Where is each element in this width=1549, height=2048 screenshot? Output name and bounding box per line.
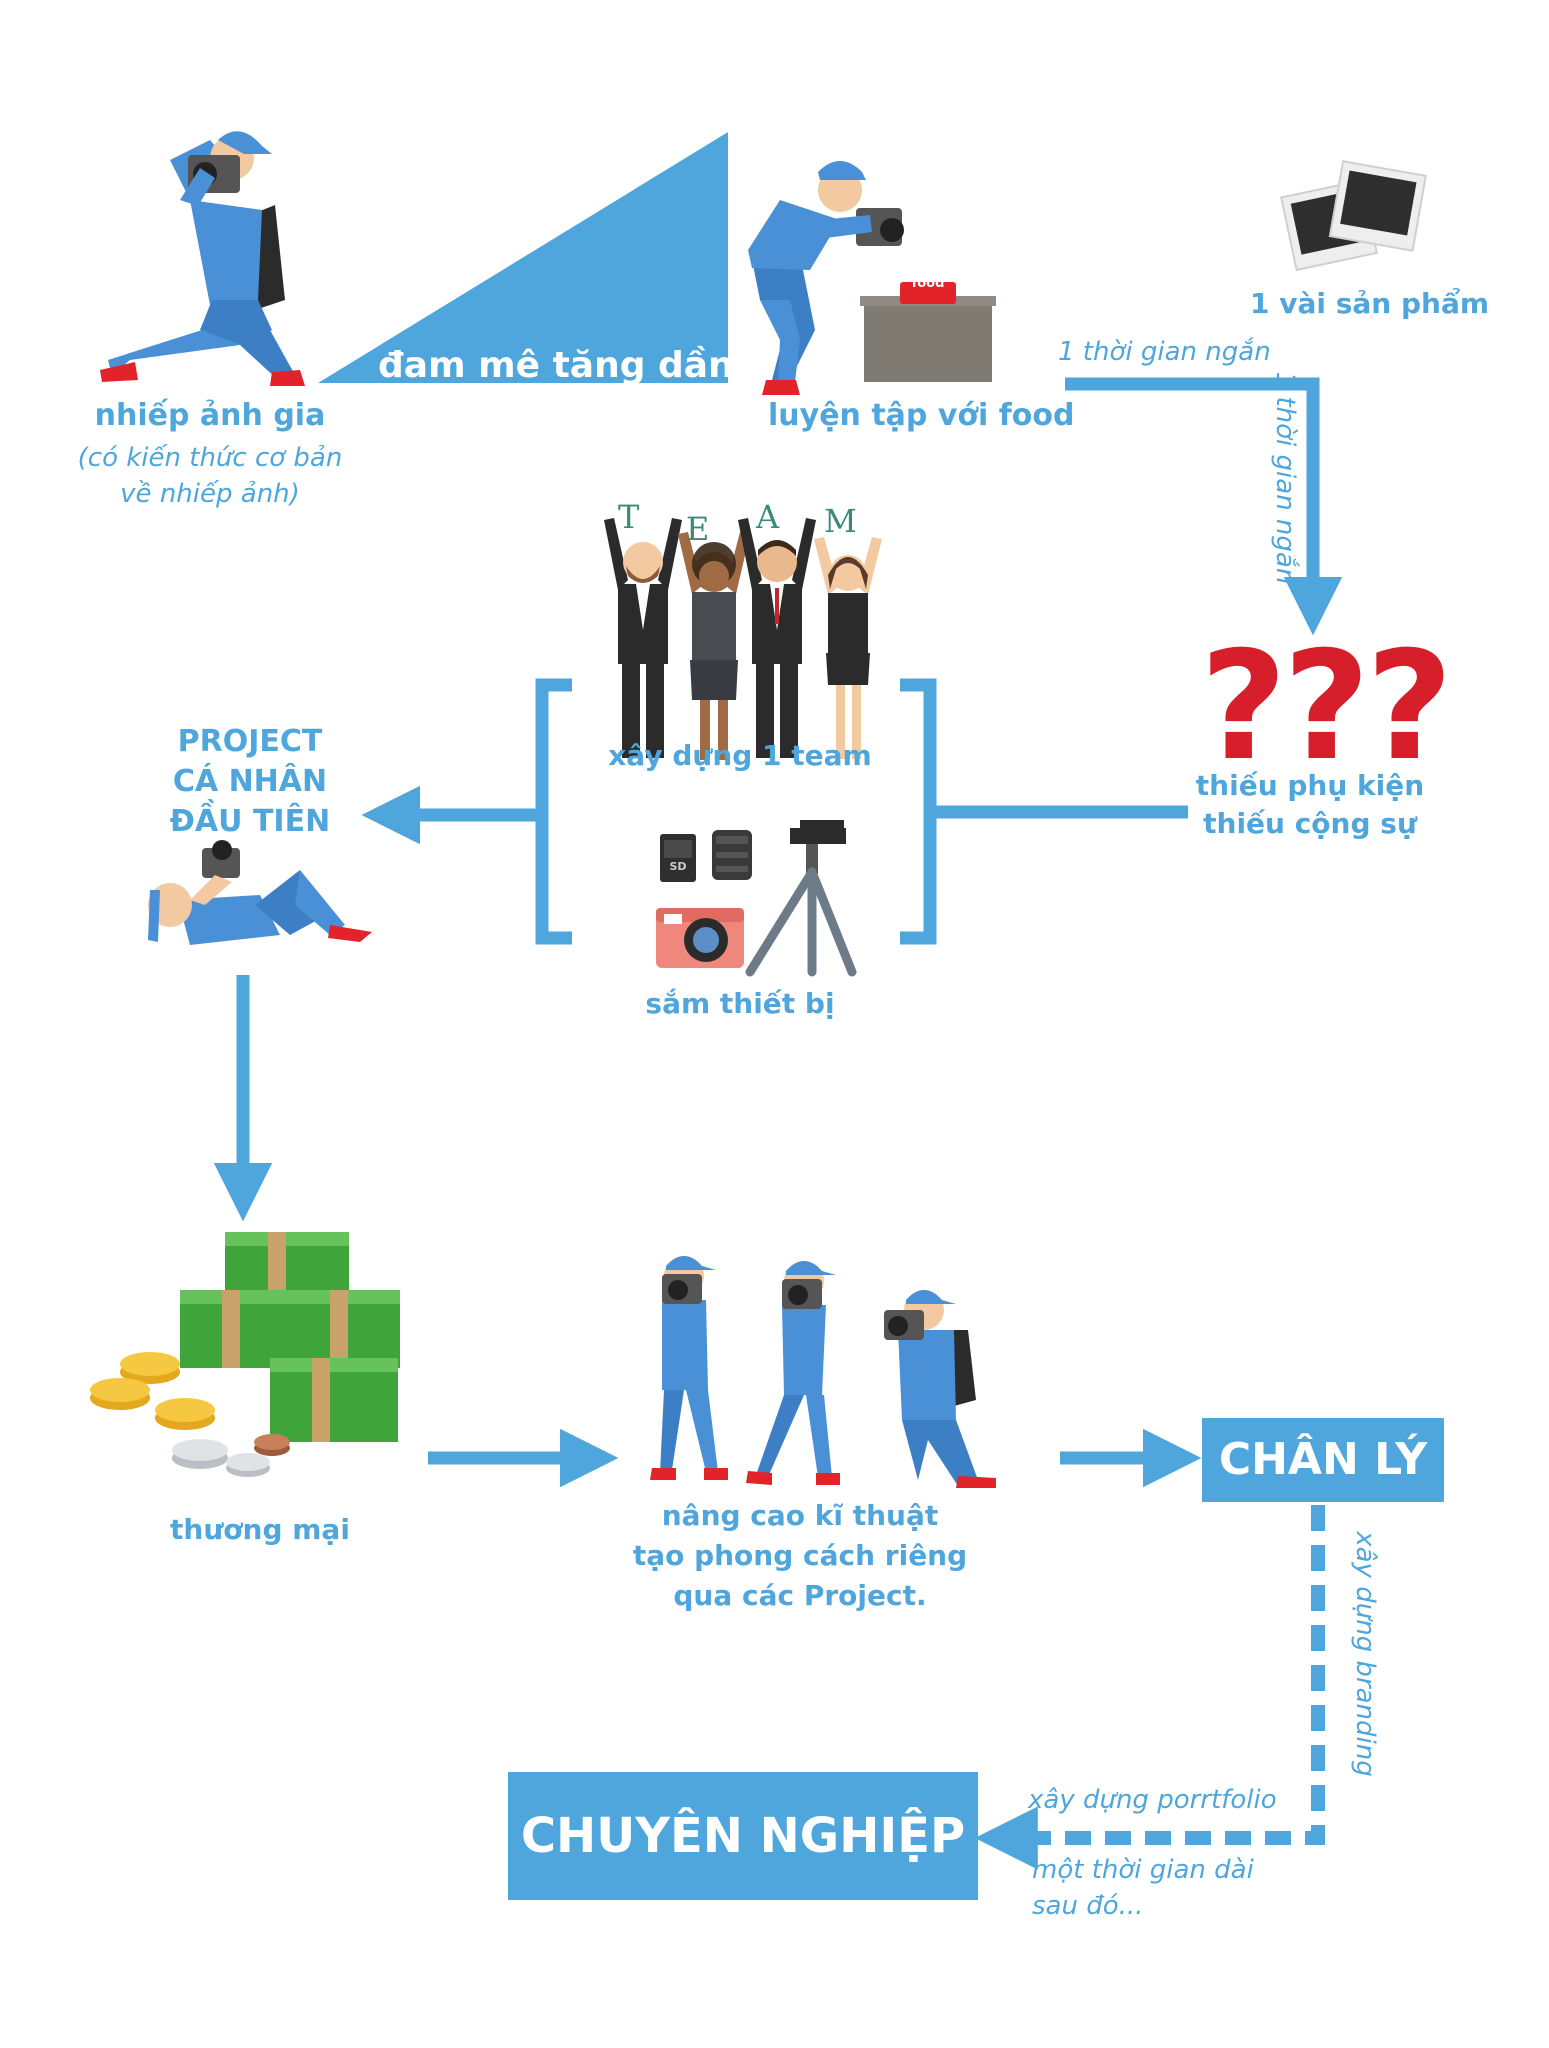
project-line3: ĐẦU TIÊN xyxy=(169,804,331,839)
branding-label: xây dựng branding xyxy=(1350,1531,1380,1777)
photo-prints-icon xyxy=(1280,160,1427,272)
improve-line1: nâng cao kĩ thuật xyxy=(661,1499,939,1532)
practice-title: luyện tập với food xyxy=(768,398,1075,433)
photographer-title: nhiếp ảnh gia xyxy=(94,398,326,433)
team-label: xây dựng 1 team xyxy=(608,739,872,772)
long-time-line2: sau đó... xyxy=(1032,1891,1144,1921)
professional-box: CHUYÊN NGHIỆP xyxy=(508,1772,978,1900)
sd-card-label: SD xyxy=(669,860,687,873)
right-bracket xyxy=(900,678,937,945)
three-photographers-figure xyxy=(650,1256,996,1488)
question-line1: thiếu phụ kiện xyxy=(1195,769,1425,802)
question-marks: ??? xyxy=(1200,620,1453,794)
short-time-side-label: 1 thời gian ngắn xyxy=(1270,371,1300,585)
question-line2: thiếu cộng sự xyxy=(1203,807,1417,840)
project-line1: PROJECT xyxy=(177,724,323,759)
improve-line2: tạo phong cách riêng xyxy=(632,1539,968,1572)
passion-ramp xyxy=(318,132,728,383)
photographer-note-line2: về nhiếp ảnh) xyxy=(120,479,300,509)
food-tag: food xyxy=(911,276,945,291)
lying-photographer-figure xyxy=(148,840,372,945)
products-title: 1 vài sản phẩm xyxy=(1250,287,1490,320)
project-line2: CÁ NHÂN xyxy=(172,764,328,799)
team-letter-a: A xyxy=(756,498,780,536)
team-letter-t: T xyxy=(618,498,640,536)
photographer-figure xyxy=(100,131,305,386)
truth-box: CHÂN LÝ xyxy=(1202,1418,1444,1502)
equipment-label: sắm thiết bị xyxy=(645,987,835,1020)
branding-dashed-path xyxy=(974,1505,1325,1870)
short-time-top-label: 1 thời gian ngắn xyxy=(1058,337,1271,367)
team-letter-m: M xyxy=(824,502,857,540)
food-practice-figure xyxy=(748,161,996,395)
equipment-icons xyxy=(656,820,857,977)
commerce-label: thương mại xyxy=(170,1513,350,1546)
portfolio-label: xây dựng porrtfolio xyxy=(1028,1785,1277,1815)
short-time-arrow xyxy=(1065,377,1343,636)
photographer-note-line1: (có kiến thức cơ bản xyxy=(77,443,343,473)
long-time-line1: một thời gian dài xyxy=(1032,1855,1254,1885)
team-people-icon xyxy=(604,518,882,760)
passion-label: đam mê tăng dần xyxy=(378,345,734,386)
improve-line3: qua các Project. xyxy=(673,1579,927,1612)
left-bracket xyxy=(535,678,572,945)
money-pile-icon xyxy=(90,1232,400,1477)
team-letter-e: E xyxy=(686,510,710,548)
